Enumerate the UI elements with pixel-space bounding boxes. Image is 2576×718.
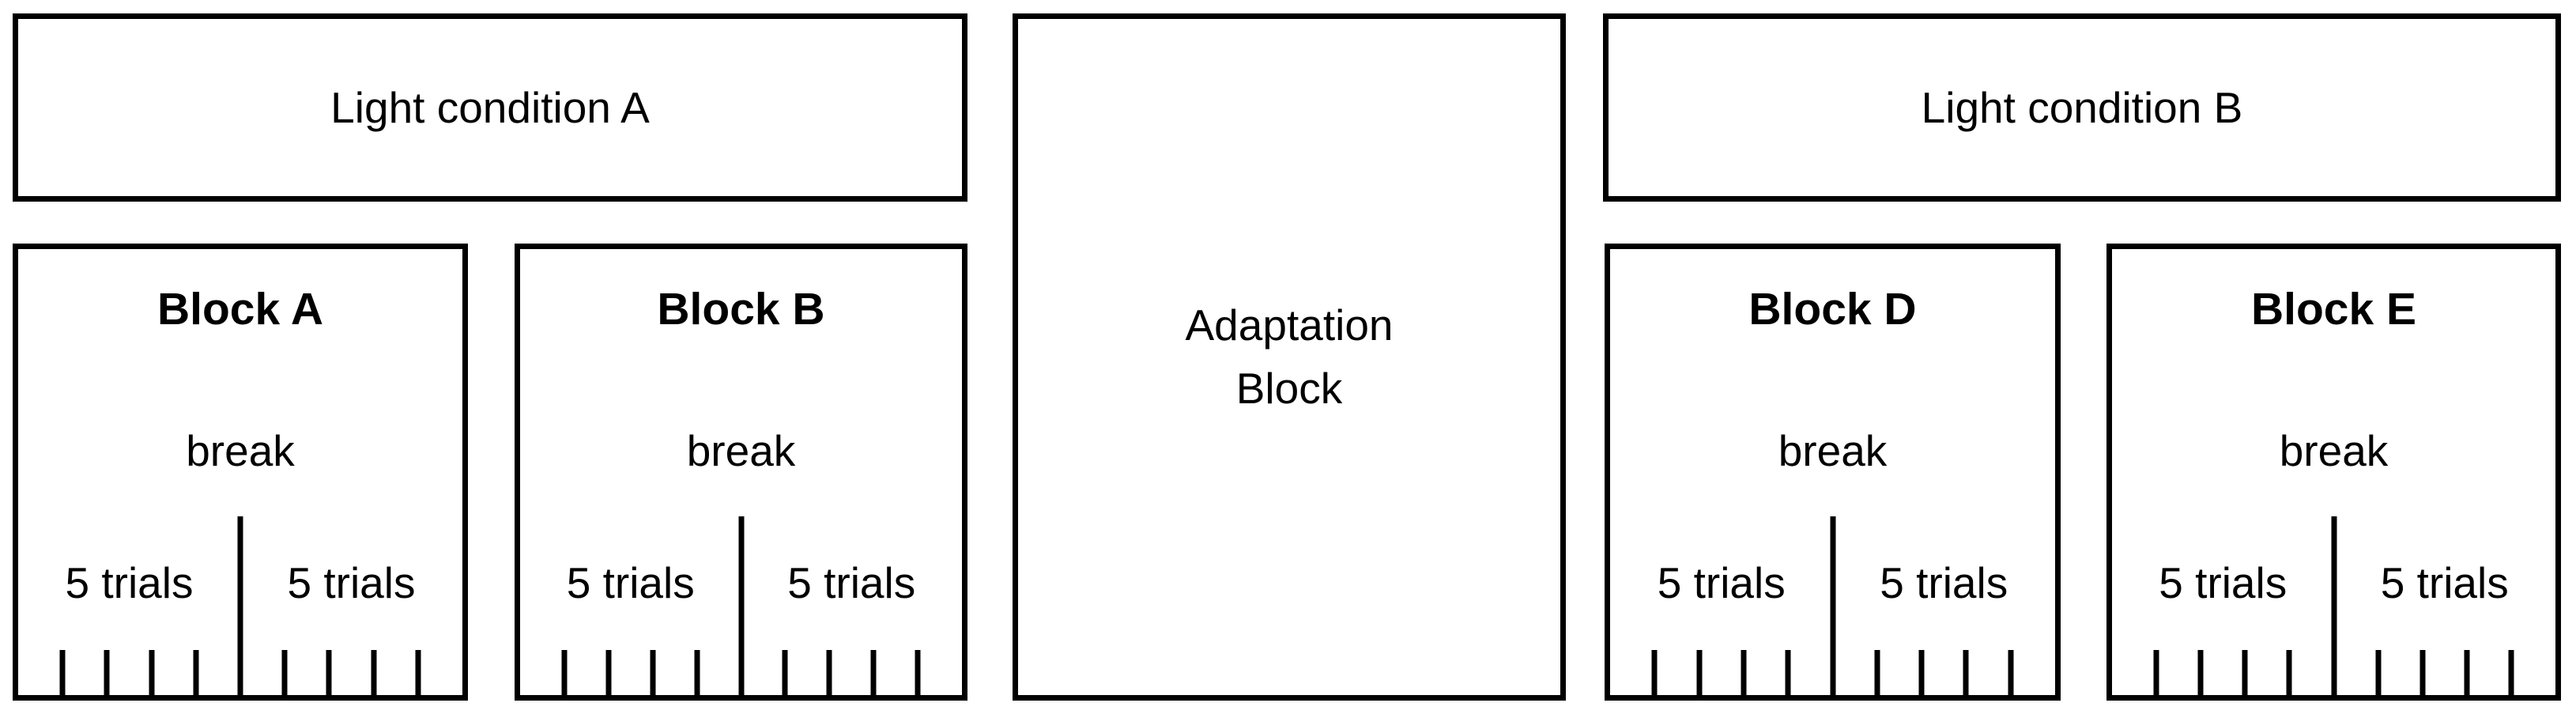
block-b-left-trials-label: 5 trials xyxy=(566,558,695,607)
adaptation-block-box: Adaptation Block xyxy=(1013,13,1566,701)
break-divider-line xyxy=(738,516,744,695)
block-d-left-trials-label: 5 trials xyxy=(1657,558,1786,607)
trial-tick-mark xyxy=(2464,650,2470,695)
trial-tick-mark xyxy=(782,650,788,695)
trial-tick-mark xyxy=(1696,650,1703,695)
break-divider-line xyxy=(2331,516,2337,695)
trial-tick-mark xyxy=(2242,650,2248,695)
adaptation-label-line-1: Adaptation xyxy=(1185,300,1394,350)
trial-tick-mark xyxy=(2008,650,2014,695)
trial-tick-mark xyxy=(2419,650,2426,695)
block-a-break-label: break xyxy=(186,426,295,475)
trial-tick-mark xyxy=(2153,650,2159,695)
trial-tick-mark xyxy=(2286,650,2292,695)
break-divider-line xyxy=(1830,516,1835,695)
block-b-title: Block B xyxy=(657,284,825,334)
trial-tick-mark xyxy=(149,650,155,695)
trial-tick-mark xyxy=(2375,650,2382,695)
trial-tick-mark xyxy=(1741,650,1747,695)
block-e-title: Block E xyxy=(2250,284,2417,334)
trial-tick-mark xyxy=(650,650,656,695)
block-e-left-trials-label: 5 trials xyxy=(2159,558,2287,607)
trial-tick-mark xyxy=(2197,650,2204,695)
block-b-break-label: break xyxy=(686,426,796,475)
block-d-right-trials-label: 5 trials xyxy=(1880,558,2008,607)
adaptation-label-line-2: Block xyxy=(1235,363,1343,413)
block-d-title: Block D xyxy=(1748,284,1917,334)
trial-tick-mark xyxy=(1651,650,1658,695)
trial-tick-mark xyxy=(326,650,332,695)
light-condition-a-box: Light condition A xyxy=(13,13,967,202)
trial-tick-mark xyxy=(1785,650,1791,695)
trial-tick-mark xyxy=(59,650,66,695)
trial-tick-mark xyxy=(870,650,877,695)
block-d-box: Block D break 5 trials 5 trials xyxy=(1605,244,2061,701)
block-a-box: Block A break 5 trials 5 trials xyxy=(13,244,468,701)
block-e-box: Block E break 5 trials 5 trials xyxy=(2106,244,2561,701)
trial-tick-mark xyxy=(104,650,110,695)
trial-tick-mark xyxy=(561,650,568,695)
trial-tick-mark xyxy=(1963,650,1969,695)
trial-tick-mark xyxy=(1918,650,1925,695)
trial-tick-mark xyxy=(826,650,832,695)
light-condition-a-label: Light condition A xyxy=(330,82,650,132)
trial-tick-mark xyxy=(1874,650,1880,695)
block-e-right-trials-label: 5 trials xyxy=(2380,558,2509,607)
trial-tick-mark xyxy=(694,650,700,695)
break-divider-line xyxy=(237,516,243,695)
trial-tick-mark xyxy=(371,650,377,695)
block-b-right-trials-label: 5 trials xyxy=(787,558,916,607)
block-d-break-label: break xyxy=(1778,426,1888,475)
trial-tick-mark xyxy=(415,650,421,695)
trial-tick-mark xyxy=(193,650,199,695)
block-e-break-label: break xyxy=(2279,426,2389,475)
light-condition-b-label: Light condition B xyxy=(1921,82,2243,132)
trial-tick-mark xyxy=(605,650,612,695)
trial-tick-mark xyxy=(2508,650,2514,695)
light-condition-b-box: Light condition B xyxy=(1603,13,2561,202)
trial-tick-mark xyxy=(281,650,288,695)
trial-tick-mark xyxy=(915,650,921,695)
block-a-right-trials-label: 5 trials xyxy=(287,558,416,607)
block-a-left-trials-label: 5 trials xyxy=(65,558,194,607)
block-b-box: Block B break 5 trials 5 trials xyxy=(515,244,967,701)
block-a-title: Block A xyxy=(157,284,324,334)
